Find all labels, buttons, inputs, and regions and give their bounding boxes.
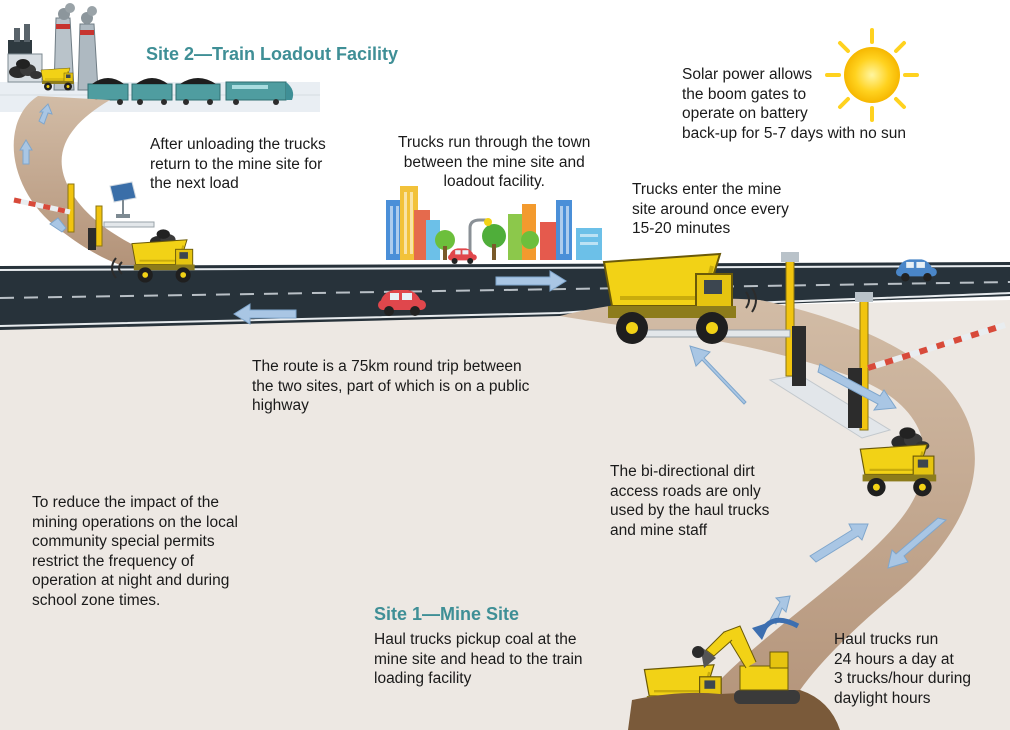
unloading-return-label: After unloading the trucks return to the… [150,135,326,194]
truck-frequency-label: Trucks enter the mine site around once e… [632,180,789,239]
site1-title: Site 1—Mine Site [374,604,519,625]
town-route-label: Trucks run through the town between the … [398,133,590,192]
operating-hours-label: Haul trucks run 24 hours a day at 3 truc… [834,630,971,708]
solar-power-label: Solar power allows the boom gates to ope… [682,65,906,143]
site2-title: Site 2—Train Loadout Facility [146,44,398,65]
community-impact-label: To reduce the impact of the mining opera… [32,493,238,610]
coal-pickup-label: Haul trucks pickup coal at the mine site… [374,630,583,689]
route-distance-label: The route is a 75km round trip between t… [252,357,529,416]
dirt-roads-label: The bi-directional dirt access roads are… [610,462,769,540]
